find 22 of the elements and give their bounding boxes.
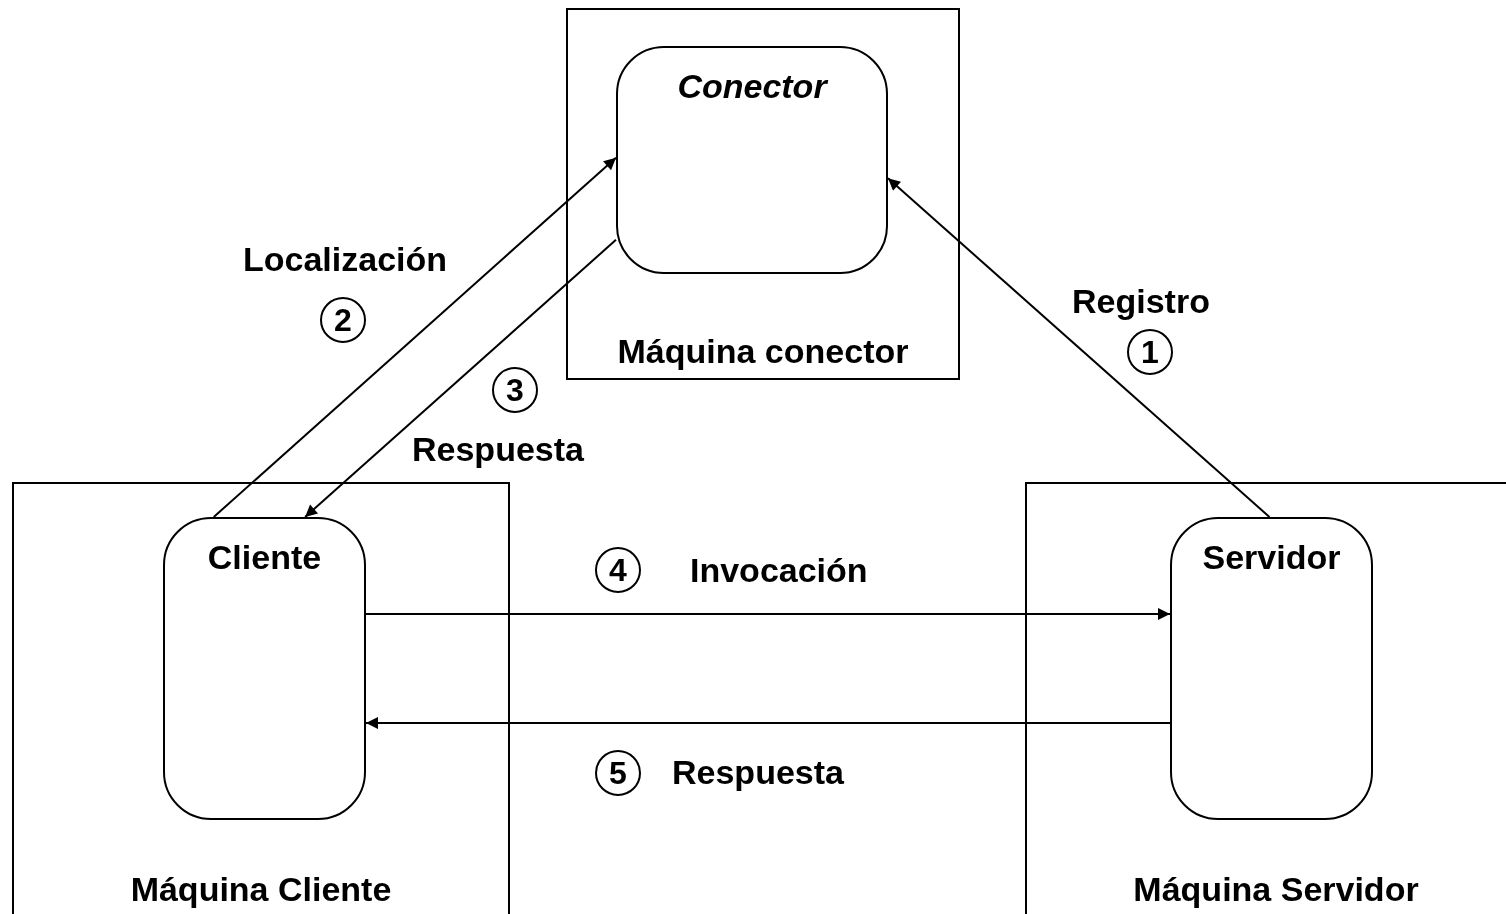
callout-number: 4 <box>595 547 641 593</box>
component-label: Servidor <box>1202 537 1341 577</box>
machine-box <box>1025 482 1506 914</box>
machine-label: Máquina Cliente <box>129 870 393 908</box>
callout-number: 3 <box>492 367 538 413</box>
arrow <box>365 607 1171 620</box>
callout-number: 2 <box>320 297 366 343</box>
component-box <box>1170 517 1373 820</box>
component-box <box>163 517 366 820</box>
machine-box <box>566 8 960 380</box>
component-label: Conector <box>677 66 827 106</box>
machine-label: Máquina Servidor <box>1132 870 1420 908</box>
component-label: Cliente <box>207 537 322 577</box>
callout-number: 5 <box>595 750 641 796</box>
callout-number: 1 <box>1127 329 1173 375</box>
machine-label: Máquina conector <box>616 332 910 370</box>
arrow <box>365 717 1171 730</box>
component-box <box>616 46 888 274</box>
arrow <box>304 238 617 518</box>
arrow <box>212 156 617 518</box>
machine-box <box>12 482 510 914</box>
arrow <box>887 177 1271 518</box>
